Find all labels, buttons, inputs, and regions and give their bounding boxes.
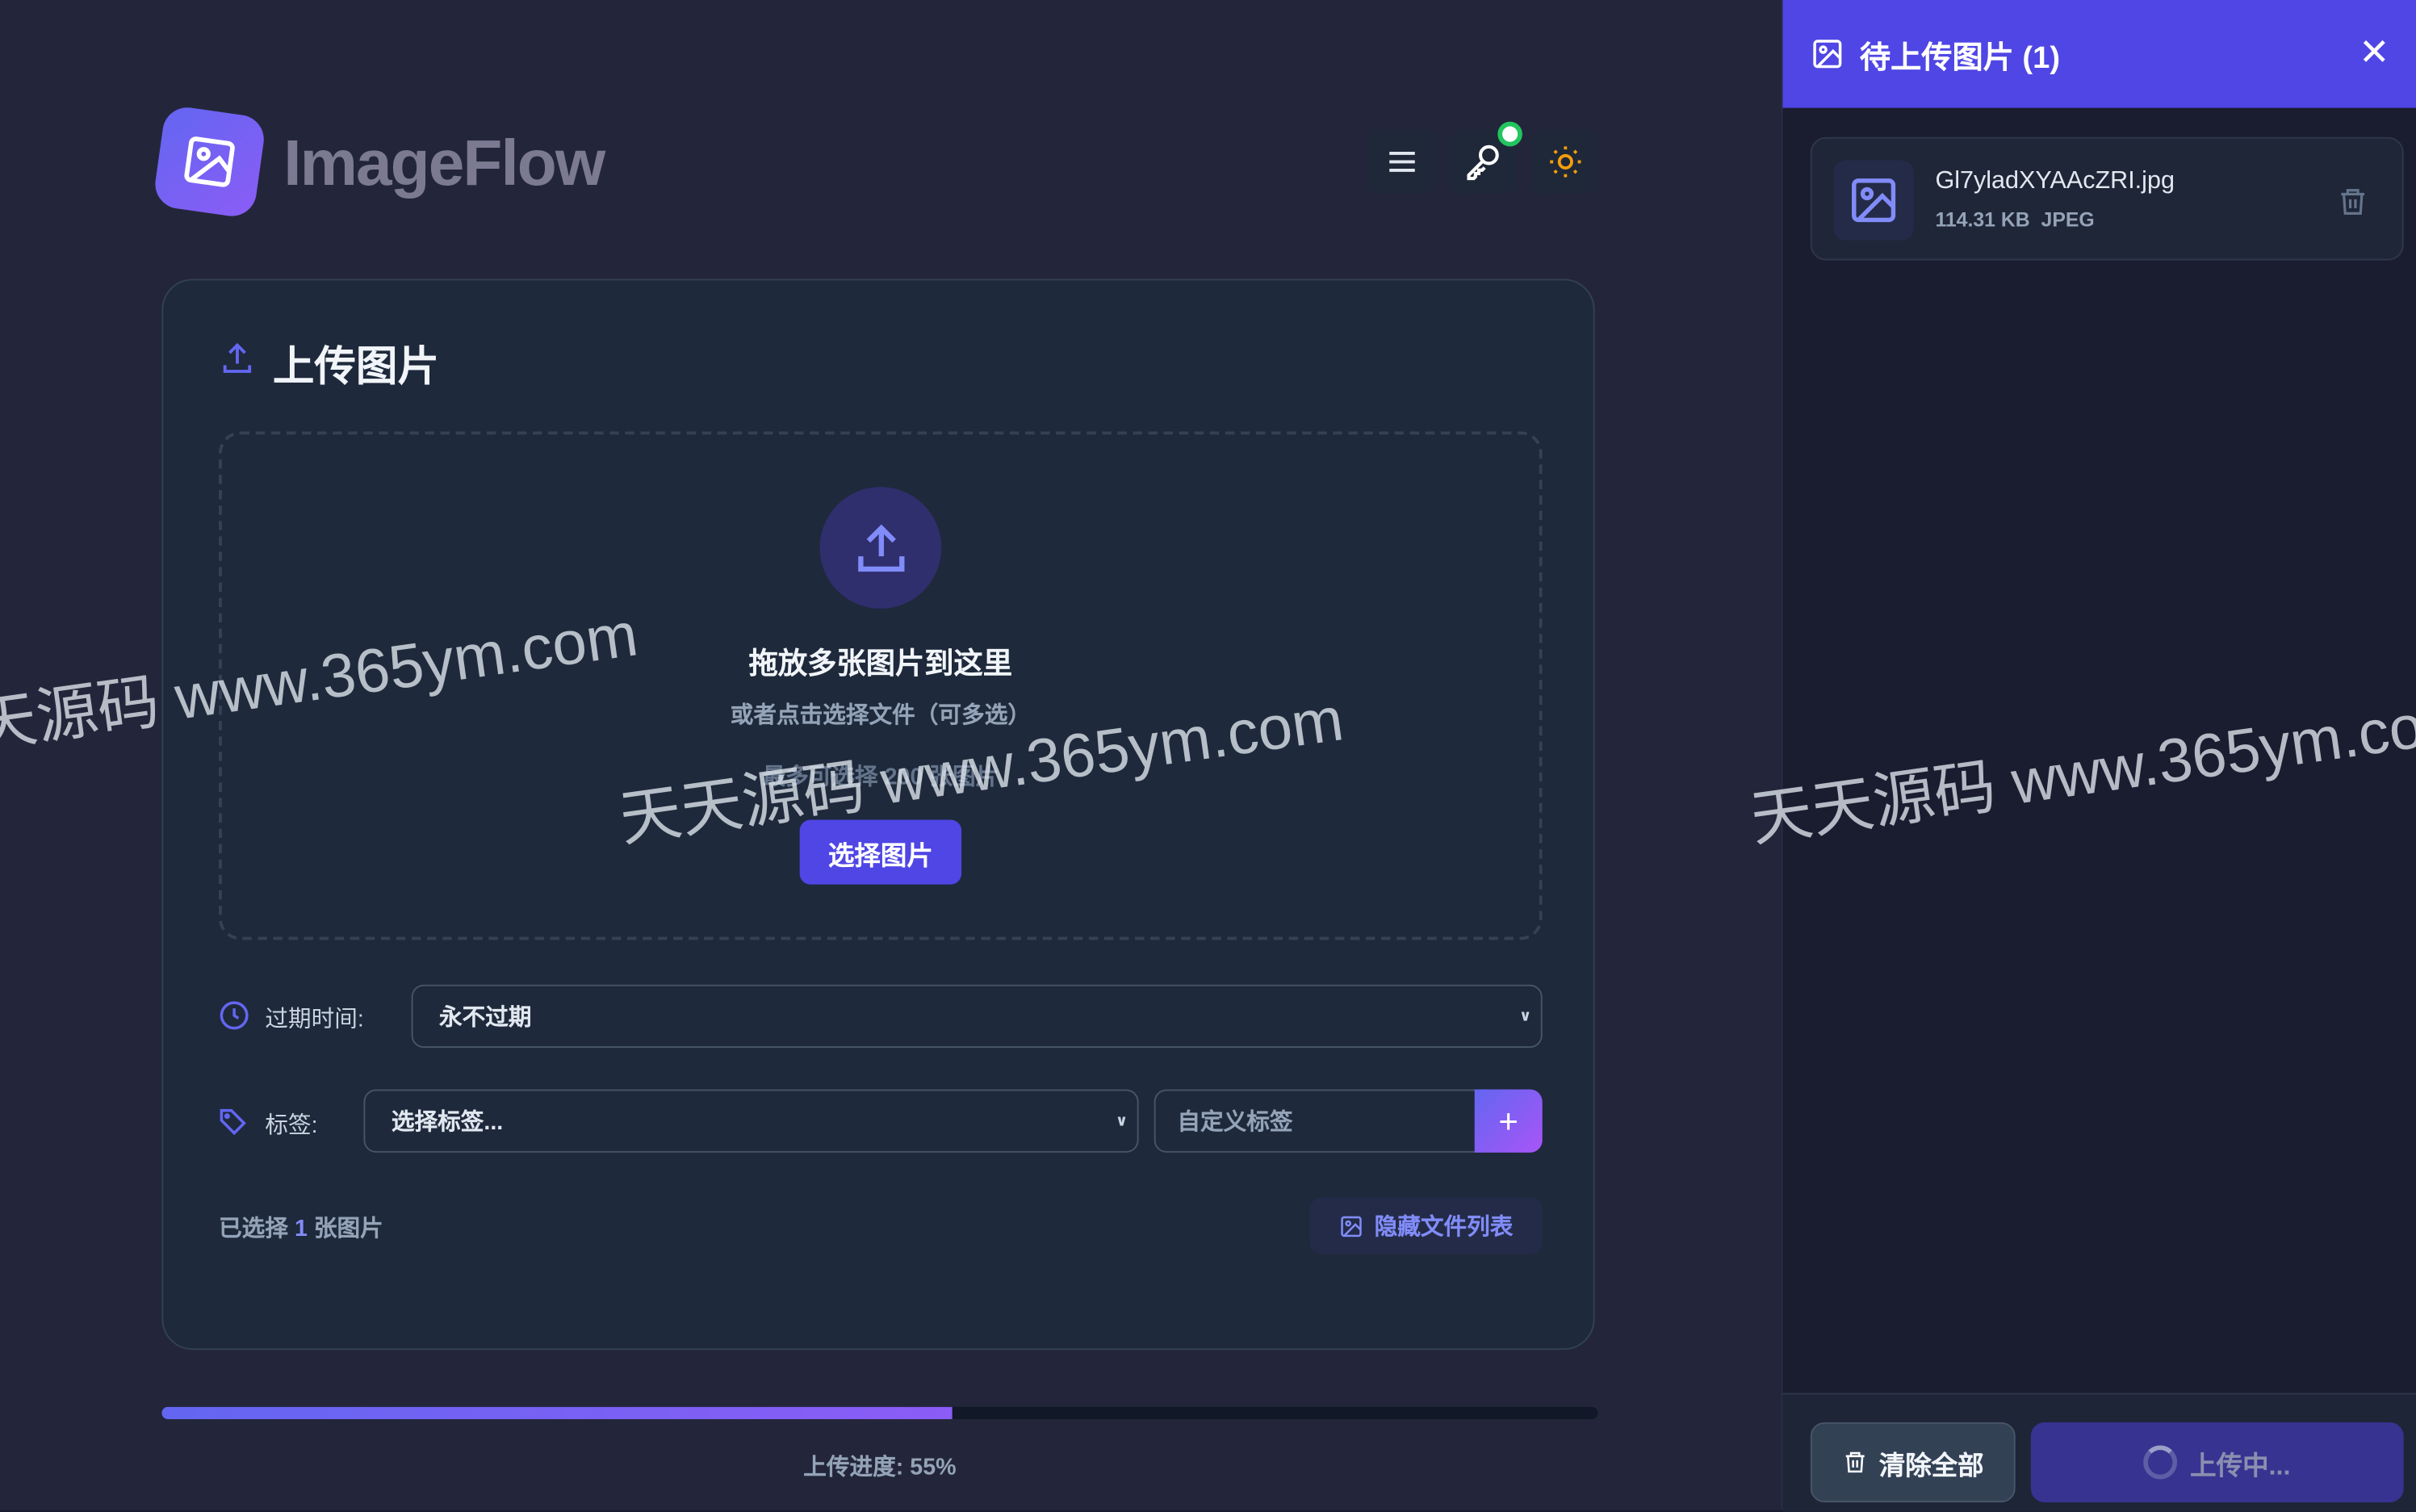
tags-value: 选择标签...	[391, 1109, 504, 1136]
trash-icon	[1844, 1451, 1864, 1473]
key-icon	[1466, 144, 1498, 181]
chevron-down-icon: ∨	[1115, 1112, 1128, 1130]
upload-card	[161, 279, 1595, 1351]
upload-button[interactable]: 上传中...	[2030, 1422, 2404, 1503]
status-dot	[1497, 121, 1522, 147]
file-type: JPEG	[2041, 207, 2095, 232]
tags-label: 标签:	[265, 1112, 318, 1139]
select-images-button[interactable]: 选择图片	[799, 819, 962, 885]
panel-header: 待上传图片 (1) ✕	[1782, 0, 2416, 108]
expiry-value: 永不过期	[439, 1004, 532, 1031]
menu-button[interactable]	[1368, 129, 1435, 195]
page-title: 上传图片	[272, 343, 440, 390]
hide-file-list-button[interactable]: 隐藏文件列表	[1309, 1197, 1543, 1254]
upload-icon	[223, 342, 252, 373]
spinner-icon	[2143, 1445, 2178, 1480]
selected-count: 1	[294, 1216, 308, 1242]
drop-title: 拖放多张图片到这里	[748, 648, 1013, 681]
file-list-item: Gl7yladXYAAcZRI.jpg 114.31 KB JPEG	[1810, 136, 2404, 261]
drop-zone[interactable]	[219, 431, 1543, 940]
api-key-button[interactable]	[1450, 121, 1522, 195]
file-meta: 114.31 KB JPEG	[1935, 208, 2094, 232]
app-name: ImageFlow	[283, 126, 605, 199]
pending-upload-panel: 待上传图片 (1) ✕ Gl7yladXYAAcZRI.jpg 114.31 K…	[1781, 0, 2416, 1512]
theme-toggle-button[interactable]	[1531, 129, 1598, 195]
file-thumbnail	[1833, 160, 1914, 241]
panel-footer: 清除全部 上传中...	[1782, 1393, 2416, 1512]
chevron-down-icon: ∨	[1518, 1007, 1532, 1025]
file-size: 114.31 KB	[1935, 207, 2030, 232]
add-tag-button[interactable]: +	[1474, 1089, 1543, 1153]
progress-fill	[161, 1406, 952, 1420]
sun-icon	[1549, 146, 1581, 178]
tags-select[interactable]: 选择标签... ∨	[363, 1089, 1139, 1153]
drop-subtitle: 或者点击选择文件（可多选）	[730, 702, 1031, 729]
image-icon	[1852, 178, 1896, 223]
selected-prefix: 已选择	[219, 1216, 288, 1242]
trash-icon[interactable]	[2338, 185, 2368, 219]
image-icon	[1813, 40, 1842, 69]
progress-label: 上传进度: 55%	[803, 1454, 957, 1481]
expiry-select[interactable]: 永不过期 ∨	[411, 984, 1543, 1048]
custom-tag-input[interactable]: 自定义标签	[1154, 1089, 1478, 1153]
drop-upload-icon-circle	[819, 487, 942, 609]
upload-button-label: 上传中...	[2190, 1451, 2291, 1481]
clock-icon	[220, 1001, 249, 1030]
hide-file-list-label: 隐藏文件列表	[1374, 1214, 1514, 1241]
expiry-label: 过期时间:	[265, 1006, 364, 1032]
menu-icon	[1388, 152, 1414, 172]
selected-count-text: 已选择 1 张图片	[219, 1211, 383, 1243]
panel-title: 待上传图片 (1)	[1859, 40, 2061, 75]
close-icon[interactable]: ✕	[2359, 32, 2390, 74]
image-icon	[1341, 1215, 1362, 1237]
app-logo	[152, 104, 267, 220]
upload-icon	[857, 523, 904, 572]
clear-all-label: 清除全部	[1878, 1451, 1984, 1481]
clear-all-button[interactable]: 清除全部	[1810, 1422, 2016, 1503]
upload-progress-bar	[161, 1406, 1598, 1420]
drop-limit: 最多可选择 200 张图片	[762, 764, 999, 791]
selected-suffix: 张图片	[313, 1216, 383, 1242]
tag-icon	[220, 1108, 246, 1136]
file-name: Gl7yladXYAAcZRI.jpg	[1935, 168, 2175, 195]
